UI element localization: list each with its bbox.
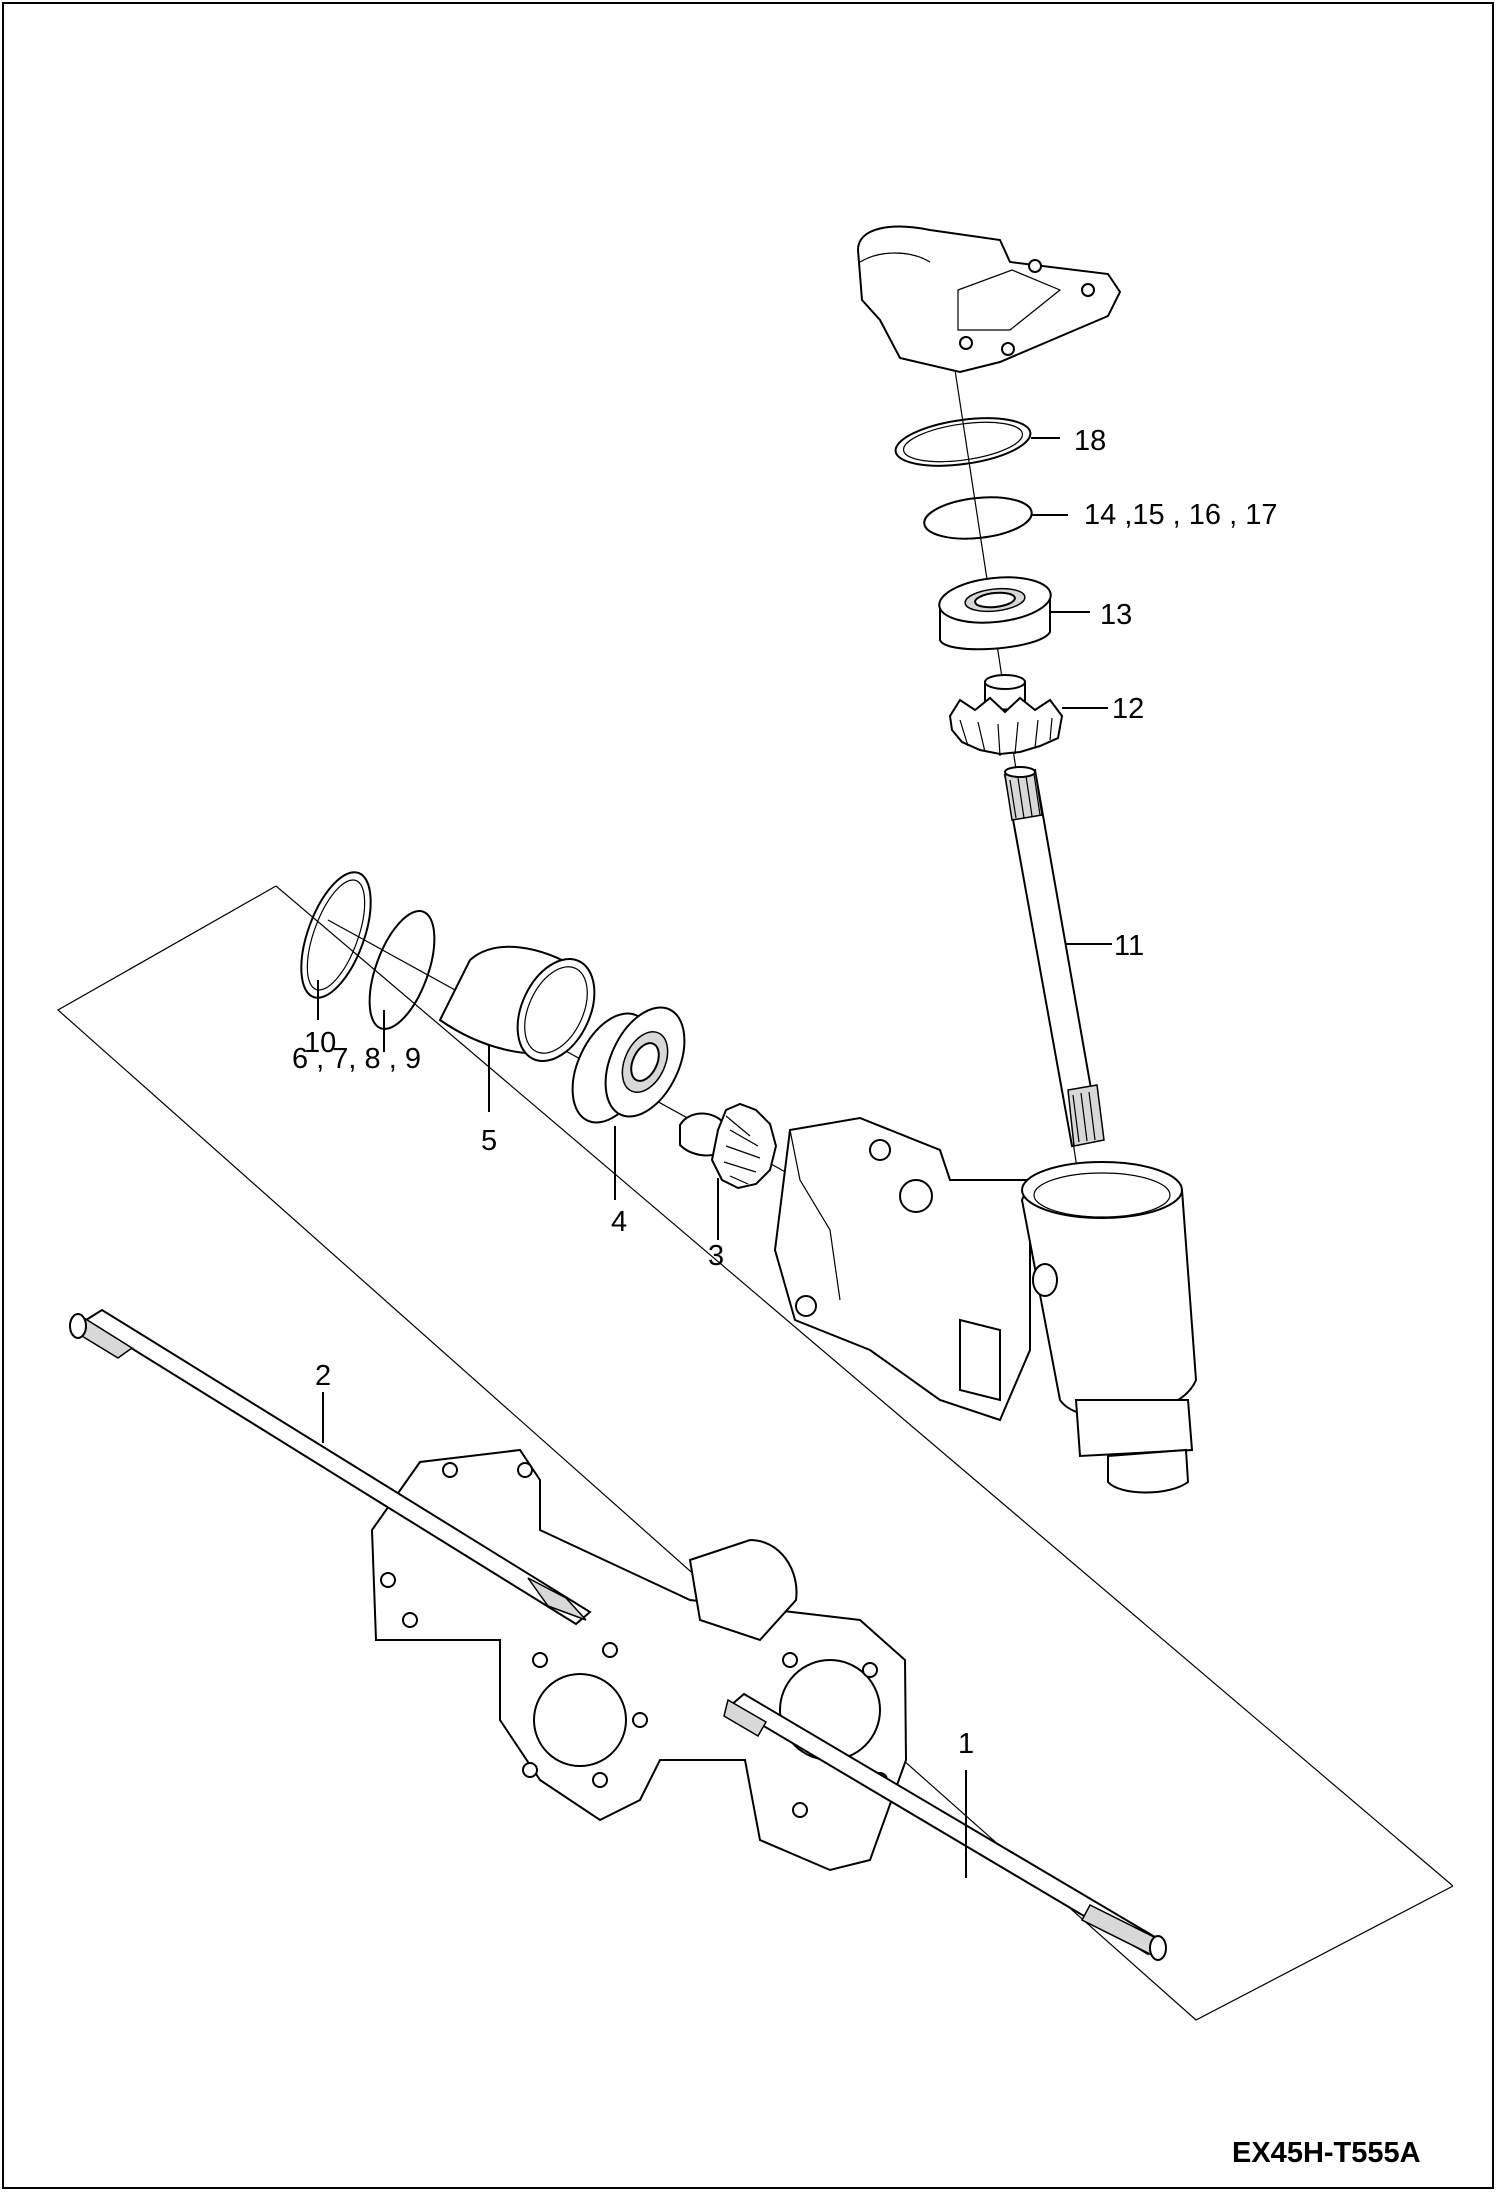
- sleeve-5: [438, 945, 596, 1112]
- snap-ring-10: [300, 871, 372, 1020]
- callout-1: 1: [958, 1728, 974, 1760]
- callout-4: 4: [611, 1206, 627, 1238]
- housing-cover: [856, 225, 1122, 374]
- axle-housing: [370, 1448, 908, 1872]
- callout-5: 5: [481, 1125, 497, 1157]
- callout-11: 11: [1114, 930, 1144, 962]
- vertical-shaft-11: [1003, 766, 1112, 1148]
- axle-shaft-1: [723, 1692, 1167, 1961]
- bevel-pinion-3: [679, 1102, 778, 1240]
- callout-6-9: 6 , 7, 8 , 9: [292, 1043, 421, 1075]
- callout-3: 3: [708, 1240, 724, 1272]
- reference-plane-top-edge: [275, 885, 1454, 1887]
- shim-ring-14-17: [923, 496, 1068, 540]
- reference-plane-outline: [56, 885, 1454, 2021]
- bevel-gear-12: [948, 674, 1108, 757]
- shim-6-9: [368, 910, 436, 1052]
- callout-10: 10: [304, 1027, 336, 1059]
- callout-18: 18: [1074, 425, 1106, 457]
- gear-case: [773, 1116, 1198, 1494]
- snap-ring-18: [894, 417, 1060, 467]
- callout-14-17: 14 ,15 , 16 , 17: [1084, 499, 1277, 531]
- callout-12: 12: [1112, 693, 1144, 725]
- drawing-code: EX45H-T555A: [1232, 2137, 1421, 2169]
- callout-13: 13: [1100, 599, 1132, 631]
- bearing-4: [571, 1006, 686, 1200]
- bearing-13: [938, 576, 1090, 651]
- callout-2: 2: [315, 1360, 331, 1392]
- axle-shaft-2: [69, 1308, 592, 1626]
